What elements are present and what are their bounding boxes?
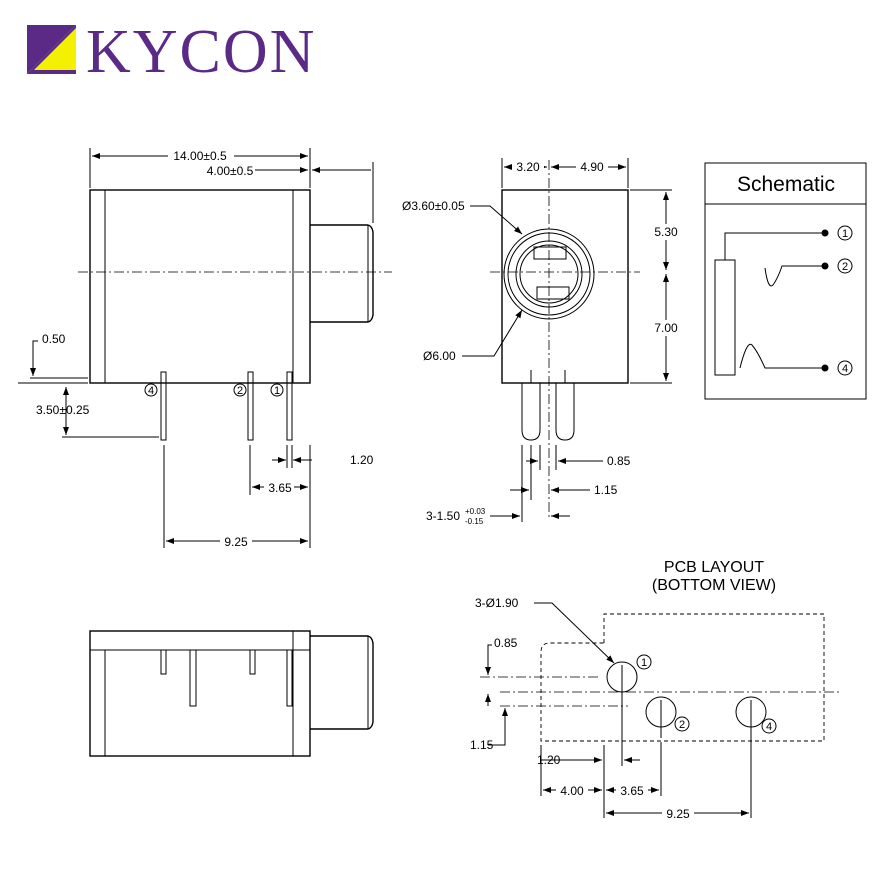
- dim-offset-bottom: 1.15: [470, 738, 494, 752]
- dim-pcb-a: 1.20: [537, 753, 561, 767]
- pcb-pin-label: 1: [641, 657, 647, 669]
- dim-pin-pitch-a: 3.65: [268, 481, 292, 495]
- dim-pin-size: 3-1.50: [426, 509, 460, 523]
- bottom-view: [89, 630, 374, 757]
- schematic-pin-label: 1: [842, 228, 848, 240]
- dim-height-top: 5.30: [654, 225, 678, 239]
- dim-pcb-d: 9.25: [666, 807, 690, 821]
- dim-pin-tol-plus: +0.03: [465, 507, 486, 516]
- dim-offset-top: 0.85: [494, 636, 518, 650]
- side-view: 4 2 1 14.00±0.5 4.00±0.5 0.50 3.50±0.25 …: [18, 148, 392, 549]
- dim-inner-dia: Ø3.60±0.05: [402, 199, 465, 213]
- side-pin-label: 2: [237, 385, 243, 397]
- kycon-logo: KYCON: [27, 18, 316, 86]
- dim-hole: 3-Ø1.90: [475, 596, 519, 610]
- dim-gap: 0.50: [42, 332, 66, 346]
- dim-height-bottom: 7.00: [654, 321, 678, 335]
- dim-pcb-c: 3.65: [620, 784, 644, 798]
- dim-length: 14.00±0.5: [173, 149, 227, 163]
- dim-nose: 4.00±0.5: [207, 164, 254, 178]
- schematic-title: Schematic: [737, 173, 835, 196]
- pcb-pin-label: 2: [679, 719, 685, 731]
- dim-pin-pitch-b: 9.25: [224, 535, 248, 549]
- logo-text: KYCON: [86, 18, 316, 86]
- dim-pin-spacing: 1.15: [594, 483, 618, 497]
- front-view: 3.20 4.90 5.30 7.00 Ø3.60±0.05 Ø6.00 0.8…: [402, 158, 682, 526]
- dim-pcb-b: 4.00: [560, 784, 584, 798]
- schematic-pin-label: 4: [842, 363, 848, 375]
- schematic: Schematic 1 2 4: [704, 162, 867, 400]
- pcb-title: PCB LAYOUT: [664, 559, 764, 576]
- side-pin-label: 4: [148, 385, 154, 397]
- dim-outer-dia: Ø6.00: [423, 349, 456, 363]
- schematic-pin-label: 2: [842, 261, 848, 273]
- dim-pin-thickness: 0.85: [607, 454, 631, 468]
- pcb-pin-label: 4: [766, 721, 772, 733]
- side-pin-label: 1: [274, 385, 280, 397]
- dim-width-right: 4.90: [580, 160, 604, 174]
- dim-width-left: 3.20: [516, 160, 540, 174]
- pcb-layout: PCB LAYOUT (BOTTOM VIEW) 1 2 4 3-Ø1.90 0…: [470, 559, 840, 821]
- pcb-subtitle: (BOTTOM VIEW): [652, 577, 776, 594]
- dim-pin-length: 3.50±0.25: [36, 403, 90, 417]
- dim-pin-width: 1.20: [350, 453, 374, 467]
- dim-pin-tol-minus: -0.15: [465, 517, 484, 526]
